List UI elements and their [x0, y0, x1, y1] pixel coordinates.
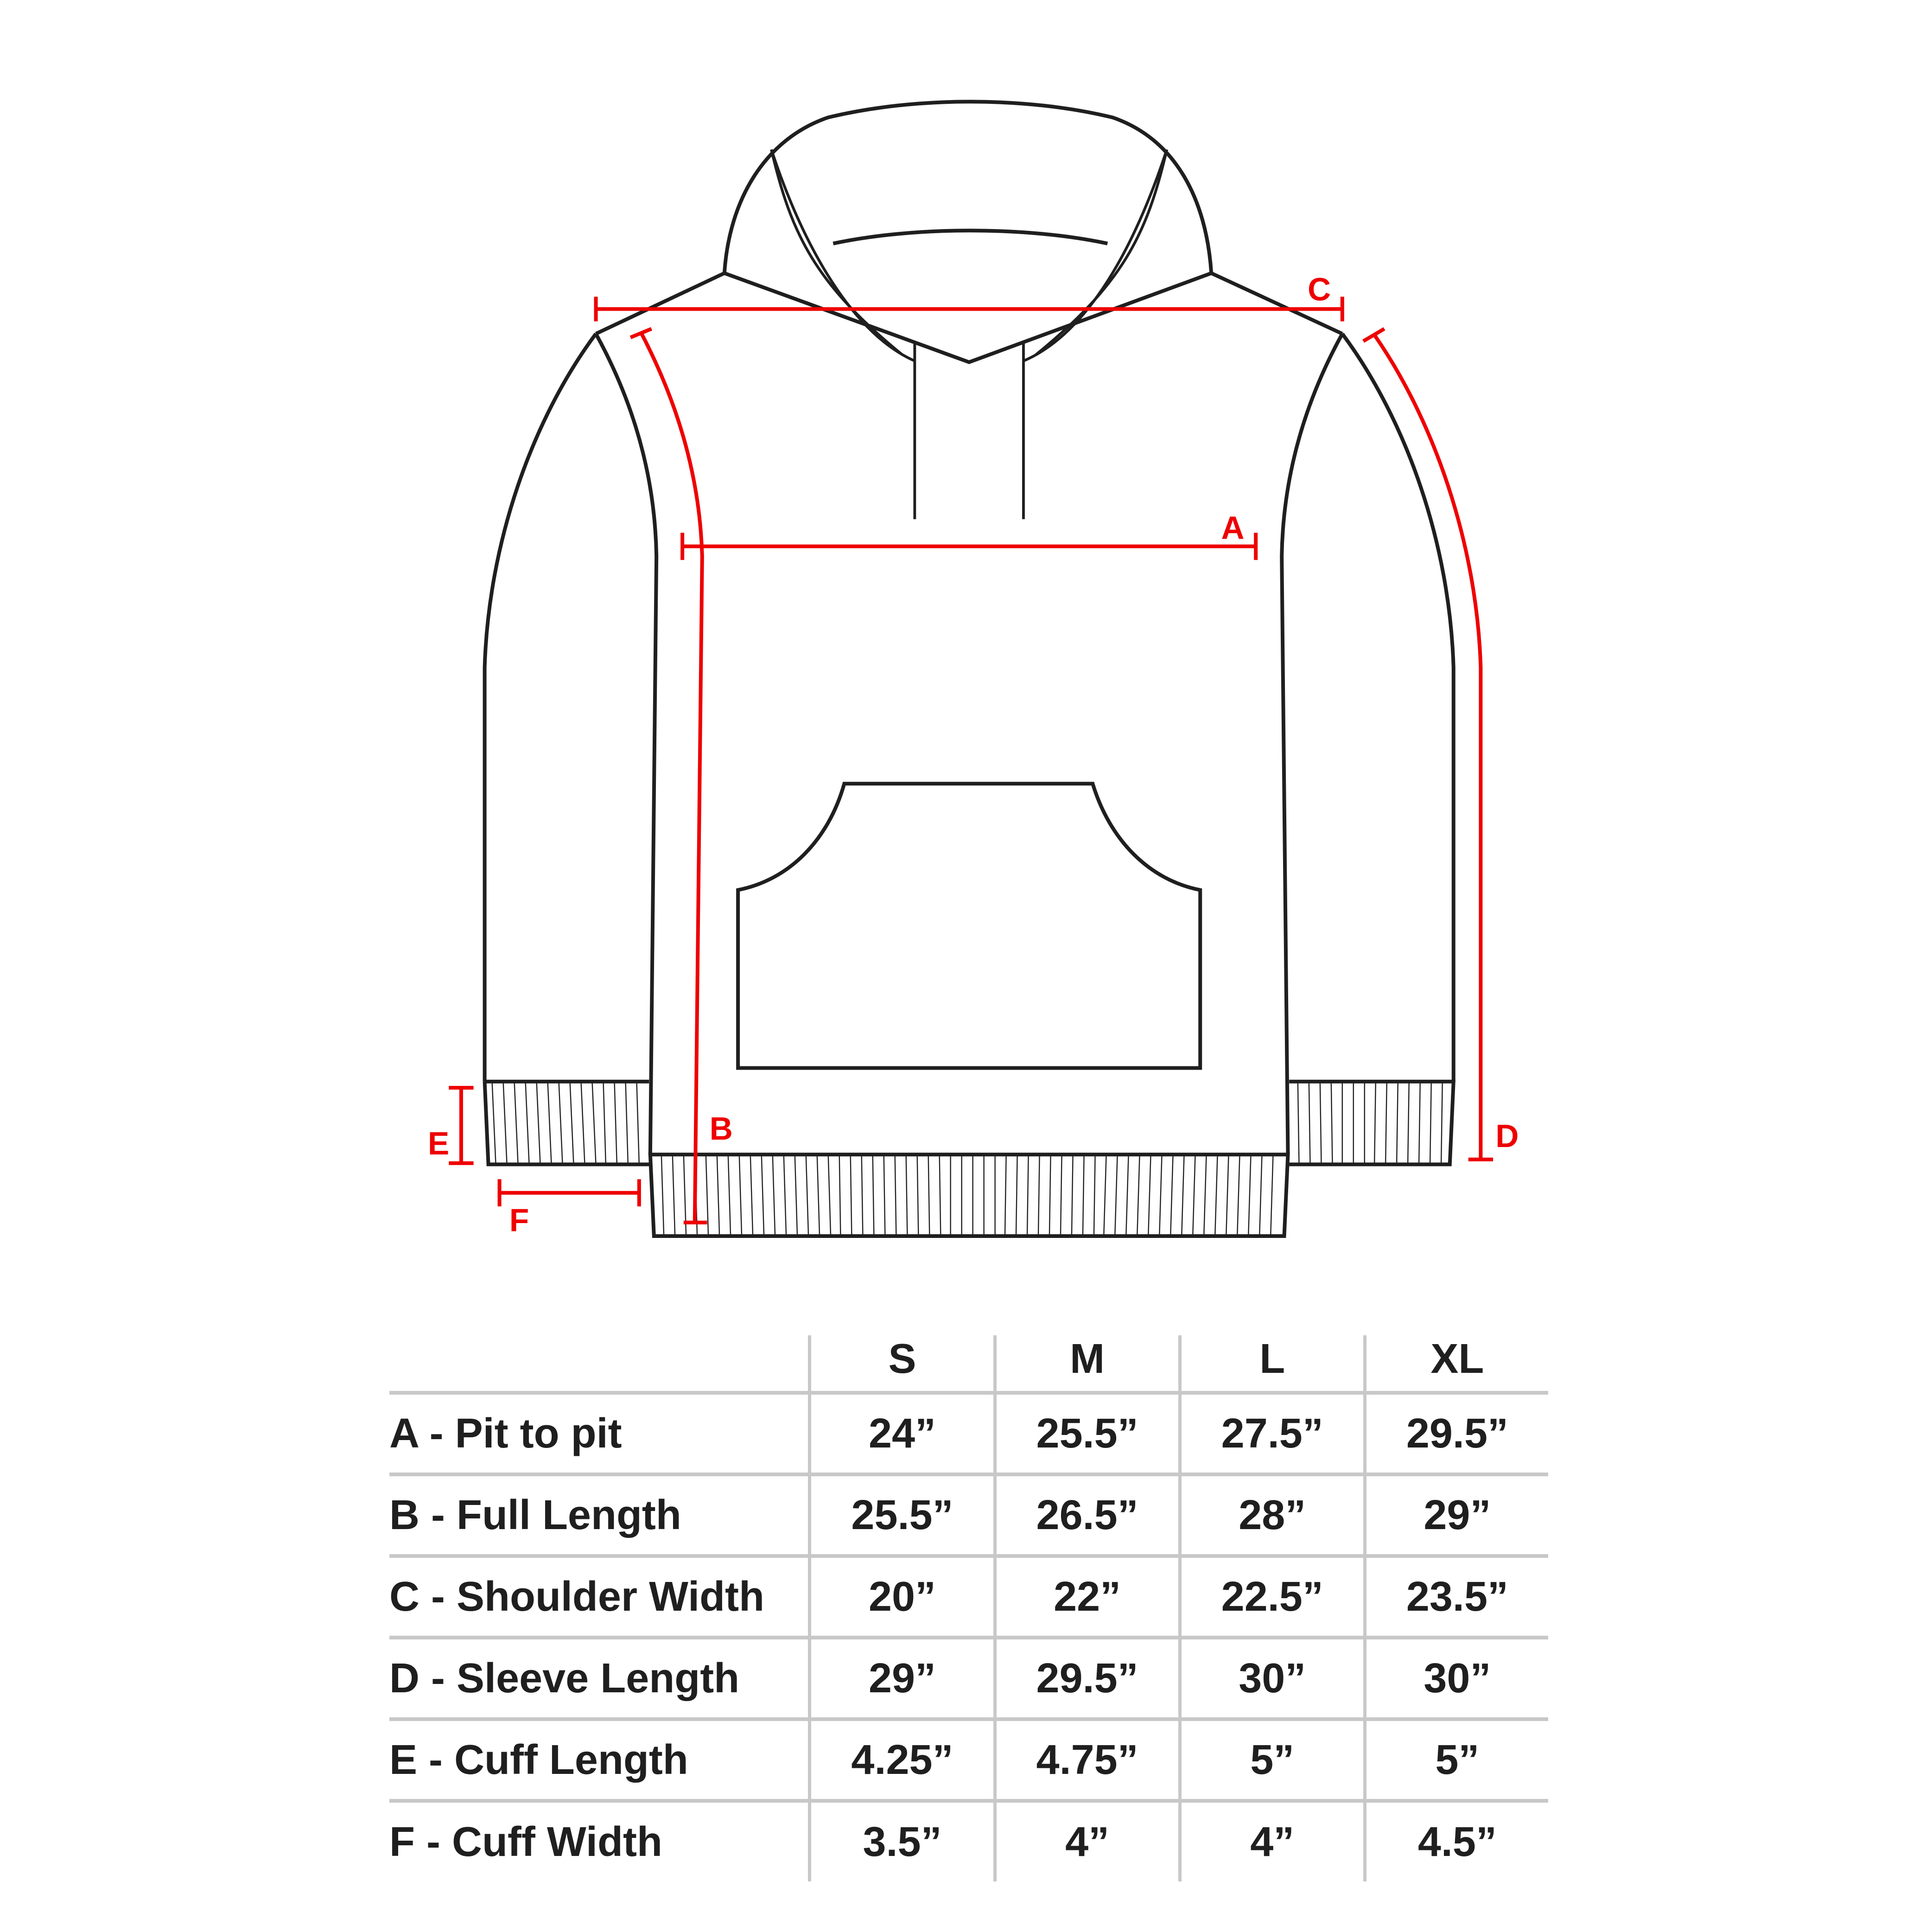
- measurement-b-full-length: B: [629, 327, 733, 1224]
- svg-text:F: F: [509, 1202, 529, 1238]
- cell-value: 29.5”: [993, 1636, 1180, 1719]
- cell-value: 5”: [1178, 1717, 1365, 1801]
- row-label: B - Full Length: [389, 1473, 810, 1556]
- measurement-d-sleeve-length: D: [1362, 327, 1519, 1161]
- right-cuff: [1289, 1079, 1455, 1167]
- cell-value: 28”: [1178, 1473, 1365, 1556]
- cell-value: 5”: [1363, 1717, 1548, 1801]
- cell-value: 30”: [1178, 1636, 1365, 1719]
- cell-value: 20”: [808, 1554, 995, 1638]
- hood: [722, 100, 1214, 363]
- measurement-a-pit-to-pit: A: [680, 510, 1258, 560]
- table-row: C - Shoulder Width 20” 22” 22.5” 23.5”: [389, 1554, 1548, 1638]
- table-row: F - Cuff Width 3.5” 4” 4” 4.5”: [389, 1799, 1548, 1881]
- cell-value: 3.5”: [808, 1799, 995, 1881]
- header-size-s: S: [808, 1335, 995, 1393]
- table-row: E - Cuff Length 4.25” 4.75” 5” 5”: [389, 1717, 1548, 1801]
- table-header-row: S M L XL: [389, 1335, 1548, 1393]
- body-outline: [483, 332, 1455, 1155]
- row-label: A - Pit to pit: [389, 1391, 810, 1474]
- svg-text:B: B: [710, 1110, 733, 1147]
- cell-value: 29”: [808, 1636, 995, 1719]
- row-label: D - Sleeve Length: [389, 1636, 810, 1719]
- cell-value: 25.5”: [808, 1473, 995, 1556]
- cell-value: 25.5”: [993, 1391, 1180, 1474]
- cell-value: 4.75”: [993, 1717, 1180, 1801]
- svg-text:C: C: [1308, 271, 1331, 307]
- cell-value: 22”: [993, 1554, 1180, 1638]
- header-empty: [389, 1335, 810, 1393]
- header-size-m: M: [993, 1335, 1180, 1393]
- row-label: F - Cuff Width: [389, 1799, 810, 1881]
- cell-value: 29.5”: [1363, 1391, 1548, 1474]
- measurement-e-cuff-length: E: [428, 1086, 474, 1165]
- table-row: D - Sleeve Length 29” 29.5” 30” 30”: [389, 1636, 1548, 1719]
- cell-value: 24”: [808, 1391, 995, 1474]
- cell-value: 27.5”: [1178, 1391, 1365, 1474]
- measurement-f-cuff-width: F: [497, 1179, 641, 1238]
- svg-text:E: E: [428, 1125, 449, 1161]
- svg-text:A: A: [1221, 510, 1245, 546]
- cell-value: 4”: [1178, 1799, 1365, 1881]
- waistband: [648, 1153, 1290, 1238]
- size-table: S M L XL A - Pit to pit 24” 25.5” 27.5” …: [389, 1335, 1548, 1881]
- svg-text:D: D: [1495, 1118, 1519, 1154]
- cell-value: 29”: [1363, 1473, 1548, 1556]
- row-label: E - Cuff Length: [389, 1717, 810, 1801]
- cell-value: 30”: [1363, 1636, 1548, 1719]
- cell-value: 22.5”: [1178, 1554, 1365, 1638]
- left-cuff: [483, 1079, 649, 1167]
- cell-value: 4”: [993, 1799, 1180, 1881]
- cell-value: 23.5”: [1363, 1554, 1548, 1638]
- cell-value: 4.5”: [1363, 1799, 1548, 1881]
- header-size-l: L: [1178, 1335, 1365, 1393]
- row-label: C - Shoulder Width: [389, 1554, 810, 1638]
- header-size-xl: XL: [1363, 1335, 1548, 1393]
- cell-value: 4.25”: [808, 1717, 995, 1801]
- table-row: B - Full Length 25.5” 26.5” 28” 29”: [389, 1473, 1548, 1556]
- measurement-c-shoulder-width: C: [594, 271, 1344, 322]
- table-row: A - Pit to pit 24” 25.5” 27.5” 29.5”: [389, 1391, 1548, 1474]
- cell-value: 26.5”: [993, 1473, 1180, 1556]
- neckline: [595, 271, 1343, 519]
- kangaroo-pocket: [736, 782, 1202, 1070]
